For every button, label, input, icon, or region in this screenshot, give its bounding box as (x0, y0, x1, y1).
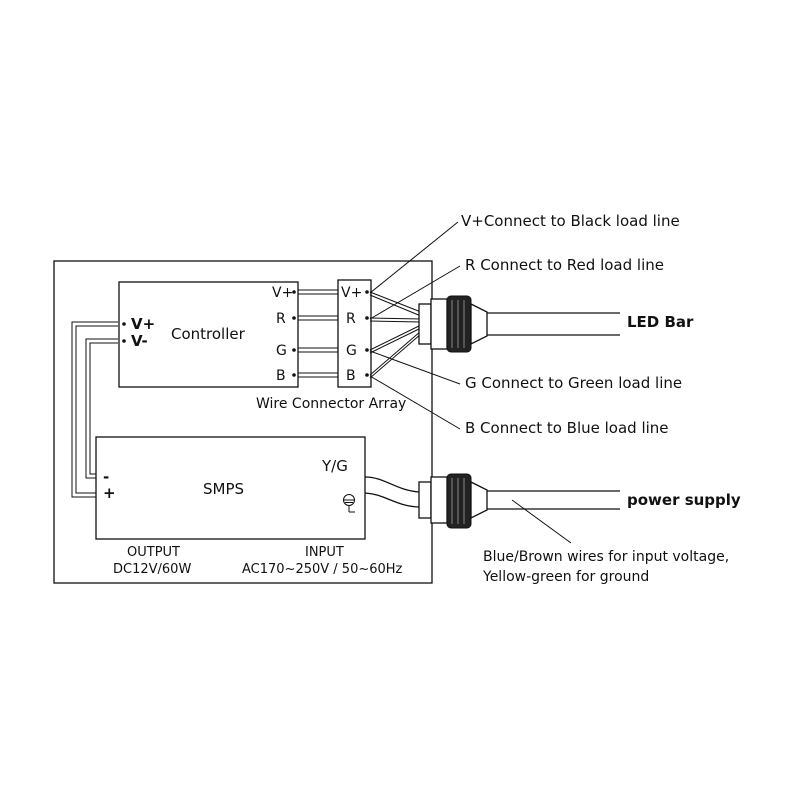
leader-vplus (369, 221, 459, 294)
wire-note-line-2: Yellow-green for ground (482, 569, 649, 585)
power-cable-gland (418, 473, 488, 529)
input-wire-bottom (364, 492, 420, 508)
annotation-r: R Connect to Red load line (465, 256, 664, 274)
smps-yg-label: Y/G (321, 457, 348, 475)
power-note-leader (511, 499, 572, 544)
connector-caption: Wire Connector Array (256, 396, 406, 412)
connector-dot-r (365, 316, 369, 320)
controller-term-dot-b (292, 373, 296, 377)
smps-plus-label: + (103, 484, 116, 502)
leader-g (369, 350, 461, 385)
wire-connector-array (337, 279, 372, 388)
smps-title: SMPS (203, 480, 244, 498)
connector-dot-b (365, 373, 369, 377)
power-supply-label: power supply (627, 491, 741, 509)
controller-box (118, 281, 299, 388)
controller-vminus-dot (122, 339, 126, 343)
connector-term-r: R (346, 311, 356, 327)
leader-b (369, 375, 461, 430)
annotation-leaders (369, 221, 461, 430)
connector-dot-g (365, 348, 369, 352)
annotation-b: B Connect to Blue load line (465, 419, 669, 437)
controller-term-dot-vplus (292, 290, 296, 294)
smps-box (95, 436, 366, 540)
connector-dot-vplus (365, 290, 369, 294)
leader-r (369, 265, 461, 320)
controller-vplus-dot (122, 322, 126, 326)
controller-title: Controller (171, 325, 246, 343)
led-bar-label: LED Bar (627, 313, 694, 331)
controller-vminus-label: V- (131, 332, 148, 350)
smps-input-value: AC170~250V / 50~60Hz (242, 562, 403, 577)
led-fan-wires (369, 291, 422, 379)
wire-note-line-1: Blue/Brown wires for input voltage, (483, 549, 729, 565)
controller-term-dot-r (292, 316, 296, 320)
connector-term-b: B (346, 368, 356, 384)
smps-minus-label: - (103, 468, 109, 486)
controller-vplus-label: V+ (131, 315, 155, 333)
connector-term-vplus: V+ (341, 285, 362, 301)
input-wire-top (364, 476, 420, 493)
smps-output-value: DC12V/60W (113, 562, 191, 577)
controller-term-dot-g (292, 348, 296, 352)
controller-term-vplus: V+ (272, 285, 293, 301)
connector-term-g: G (346, 343, 357, 359)
smps-output-label: OUTPUT (127, 545, 180, 560)
ground-icon (343, 494, 355, 513)
dc-feed-wires (71, 321, 118, 498)
controller-connector-wires (298, 289, 338, 378)
controller-term-g: G (276, 343, 287, 359)
annotation-g: G Connect to Green load line (465, 374, 682, 392)
controller-term-r: R (276, 311, 286, 327)
annotation-vplus: V+Connect to Black load line (461, 212, 680, 230)
controller-term-b: B (276, 368, 286, 384)
smps-input-label: INPUT (305, 545, 344, 560)
led-cable-gland (418, 295, 488, 353)
